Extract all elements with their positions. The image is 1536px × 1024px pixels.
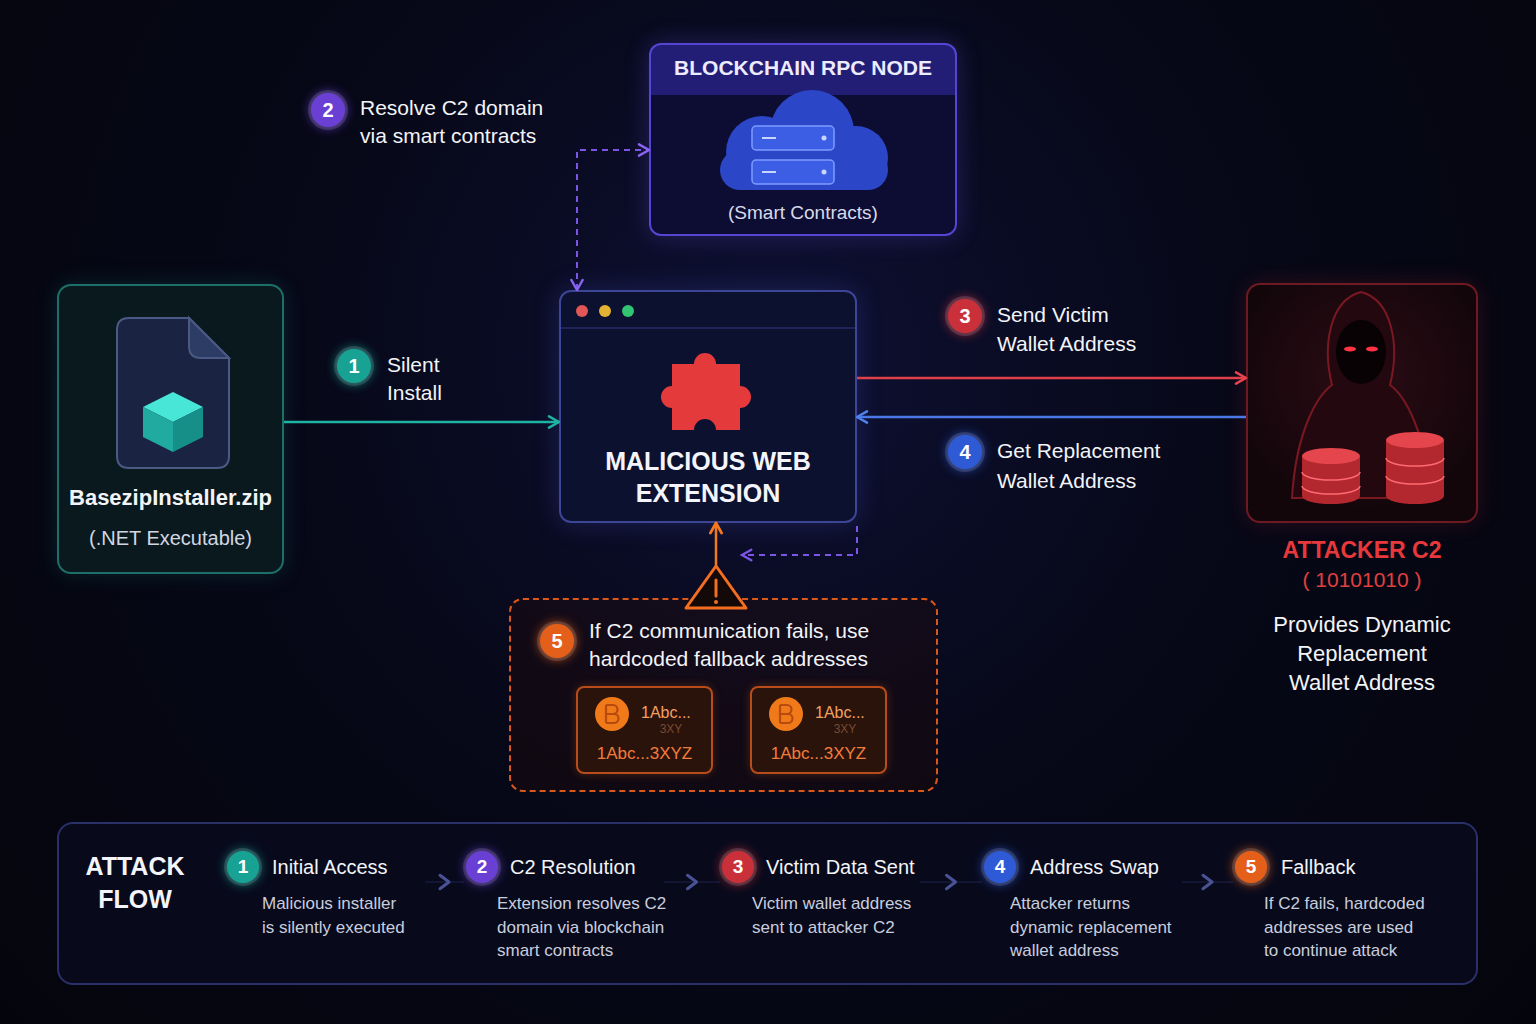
wallet-address: 1Abc...3XYZ (750, 744, 887, 764)
node-description: Provides Dynamic Replacement Wallet Addr… (1268, 610, 1456, 697)
database-icon (1386, 432, 1444, 448)
database-icon (1302, 488, 1360, 504)
server-light (822, 136, 827, 141)
step-title: Fallback (1281, 855, 1441, 879)
bitcoin-coin (769, 697, 803, 731)
flow-chevron (1182, 882, 1233, 883)
database-icon (1386, 488, 1444, 504)
cube-right (173, 407, 203, 452)
address-chip: 1Abc...3XY 1Abc...3XYZ (576, 686, 713, 774)
flow-arrow (857, 416, 1246, 419)
server-icon (752, 160, 834, 184)
node-subtitle: ( 10101010 ) (1236, 567, 1488, 593)
warning-icon (686, 566, 746, 608)
installer-box: BasezipInstaller.zip (.NET Executable) (57, 284, 284, 574)
step-description: If C2 fails, hardcoded addresses are use… (1264, 892, 1429, 963)
hacker-eye (1344, 347, 1356, 352)
flow-arrow (284, 421, 559, 424)
wallet-address-faded: 3XY (825, 722, 865, 736)
warning-mark (714, 600, 718, 604)
server-light (762, 137, 776, 139)
step-description: Victim wallet address sent to attacker C… (752, 892, 927, 939)
wallet-address: 1Abc... (641, 703, 711, 722)
wallet-address: 1Abc... (815, 703, 885, 722)
blockchain-node-box: BLOCKCHAIN RPC NODE (Smart Contracts) (649, 43, 957, 236)
flow-step: Address SwapAttacker returns dynamic rep… (982, 848, 1182, 968)
database-band (1386, 458, 1444, 484)
flow-arrow (577, 150, 649, 290)
step-description: Extension resolves C2 domain via blockch… (497, 892, 672, 963)
window-dot (576, 305, 588, 317)
node-title: ATTACKER C2 (1236, 536, 1488, 564)
database-band (1302, 472, 1360, 494)
file-type: (.NET Executable) (57, 526, 284, 550)
step-title: C2 Resolution (510, 855, 670, 879)
flow-step: Initial AccessMalicious installer is sil… (225, 848, 425, 968)
cloud-icon (720, 150, 888, 190)
step-title: Initial Access (272, 855, 432, 879)
fallback-box: If C2 communication fails, use hardcoded… (509, 598, 938, 792)
callout-number: 3 (948, 299, 982, 333)
flow-arrow (715, 523, 718, 598)
address-chip: 1Abc...3XY 1Abc...3XYZ (750, 686, 887, 774)
wallet-address: 1Abc...3XYZ (576, 744, 713, 764)
database-icon (1386, 440, 1444, 496)
cube-left (143, 407, 173, 452)
cloud-icon (770, 90, 854, 174)
flow-step: C2 ResolutionExtension resolves C2 domai… (464, 848, 664, 968)
window-dot (599, 305, 611, 317)
step-description: Attacker returns dynamic replacement wal… (1010, 892, 1185, 963)
hacker-face (1336, 320, 1386, 384)
cloud-icon (726, 116, 798, 188)
callout-number: 4 (948, 435, 982, 469)
loop-line (742, 526, 857, 555)
edge-label: Get Replacement Wallet Address (997, 436, 1167, 496)
flow-arrow (857, 377, 1246, 380)
puzzle-icon (661, 353, 751, 430)
step-title: Address Swap (1030, 855, 1190, 879)
node-title: MALICIOUS WEB EXTENSION (589, 445, 827, 509)
file-fold (189, 318, 229, 358)
callout-number: 2 (311, 93, 345, 127)
hacker-eye (1366, 347, 1378, 352)
wallet-address-faded: 3XY (651, 722, 691, 736)
edge-label: Resolve C2 domain via smart contracts (360, 94, 550, 150)
node-title: BLOCKCHAIN RPC NODE (649, 55, 957, 81)
step-title: Victim Data Sent (766, 855, 926, 879)
server-icon (752, 126, 834, 150)
panel-title: ATTACK FLOW (80, 850, 190, 916)
fallback-note: If C2 communication fails, use hardcoded… (589, 617, 919, 673)
bitcoin-coin (595, 697, 629, 731)
server-light (822, 170, 827, 175)
flow-chevron (664, 882, 720, 883)
database-icon (1302, 448, 1360, 464)
bitcoin-symbol (606, 705, 619, 723)
file-name: BasezipInstaller.zip (57, 485, 284, 511)
attacker-box: ATTACKER C2( 10101010 )Provides Dynamic … (1246, 283, 1478, 523)
attack-flow-panel: ATTACK FLOWInitial AccessMalicious insta… (57, 822, 1478, 985)
callout-number: 1 (337, 349, 371, 383)
edge-label: Silent Install (387, 351, 477, 407)
window-bar (561, 327, 855, 329)
bitcoin-symbol (780, 705, 793, 723)
hacker-icon (1292, 292, 1430, 498)
extension-box: MALICIOUS WEB EXTENSION (559, 290, 857, 523)
file-icon (117, 318, 229, 468)
server-light (762, 171, 776, 173)
node-subtitle: (Smart Contracts) (649, 201, 957, 225)
flow-step: Victim Data SentVictim wallet address se… (720, 848, 920, 968)
cloud-icon (824, 126, 888, 190)
window-dot (622, 305, 634, 317)
cube-top (143, 392, 203, 422)
flow-step: FallbackIf C2 fails, hardcoded addresses… (1233, 848, 1433, 968)
warning-mark (715, 580, 718, 596)
flow-chevron (920, 882, 982, 883)
step-description: Malicious installer is silently executed (262, 892, 409, 939)
flow-chevron (425, 882, 464, 883)
database-icon (1302, 456, 1360, 496)
edge-label: Send Victim Wallet Address (997, 300, 1157, 358)
